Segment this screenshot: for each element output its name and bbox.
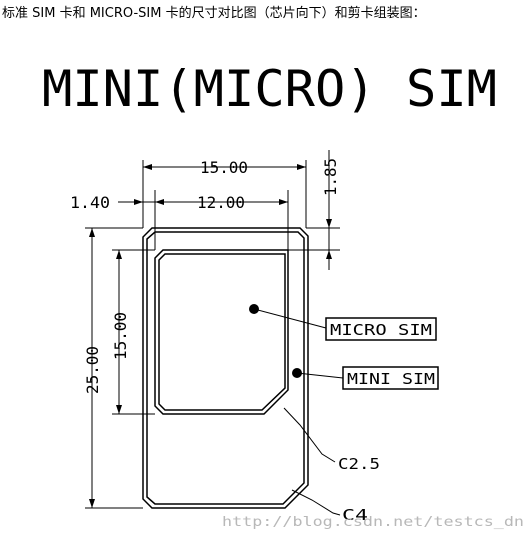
mini-sim-label: MINI SIM [347, 370, 435, 388]
caption: 标准 SIM 卡和 MICRO-SIM 卡的尺寸对比图（芯片向下）和剪卡组装图： [2, 6, 426, 21]
dim-height-mini: 25.00 [83, 346, 102, 394]
mini-sim-label-box [342, 366, 439, 390]
micro-sim-label: MICRO SIM [330, 321, 432, 339]
arrowhead [297, 164, 306, 170]
dim-left-offset: 1.40 [70, 193, 110, 212]
arrowhead [116, 405, 122, 414]
micro-sim-label-box [325, 317, 437, 341]
leader-c2-5 [283, 407, 336, 463]
mini-sim-outline [142, 227, 309, 509]
arrowhead [326, 219, 332, 228]
arrowhead [134, 199, 143, 205]
dim-width-mini: 15.00 [200, 158, 248, 177]
dim-top-offset: 1.85 [321, 158, 340, 196]
leader-micro-sim [253, 308, 327, 329]
leader-c4 [291, 489, 341, 516]
watermark: http://blog.csdn.net/testcs_dn [222, 515, 524, 530]
arrowhead [155, 199, 164, 205]
diagram-title: MINI(MICRO) SIM [42, 60, 497, 118]
chamfer-c2-5-label: C2.5 [338, 455, 380, 473]
dim-width-micro: 12.00 [197, 193, 245, 212]
arrowhead [326, 250, 332, 259]
chamfer-c4-label: C4 [342, 506, 368, 524]
dim-height-micro: 15.00 [111, 312, 130, 360]
arrowhead [89, 228, 95, 237]
arrowhead [89, 499, 95, 508]
arrowhead [279, 199, 288, 205]
leader-mini-sim [296, 372, 344, 379]
mini-sim-outline-inner [146, 231, 305, 505]
micro-sim-outline [154, 249, 289, 415]
micro-sim-outline-inner [158, 253, 286, 411]
arrowhead [143, 164, 152, 170]
arrowhead [116, 250, 122, 259]
